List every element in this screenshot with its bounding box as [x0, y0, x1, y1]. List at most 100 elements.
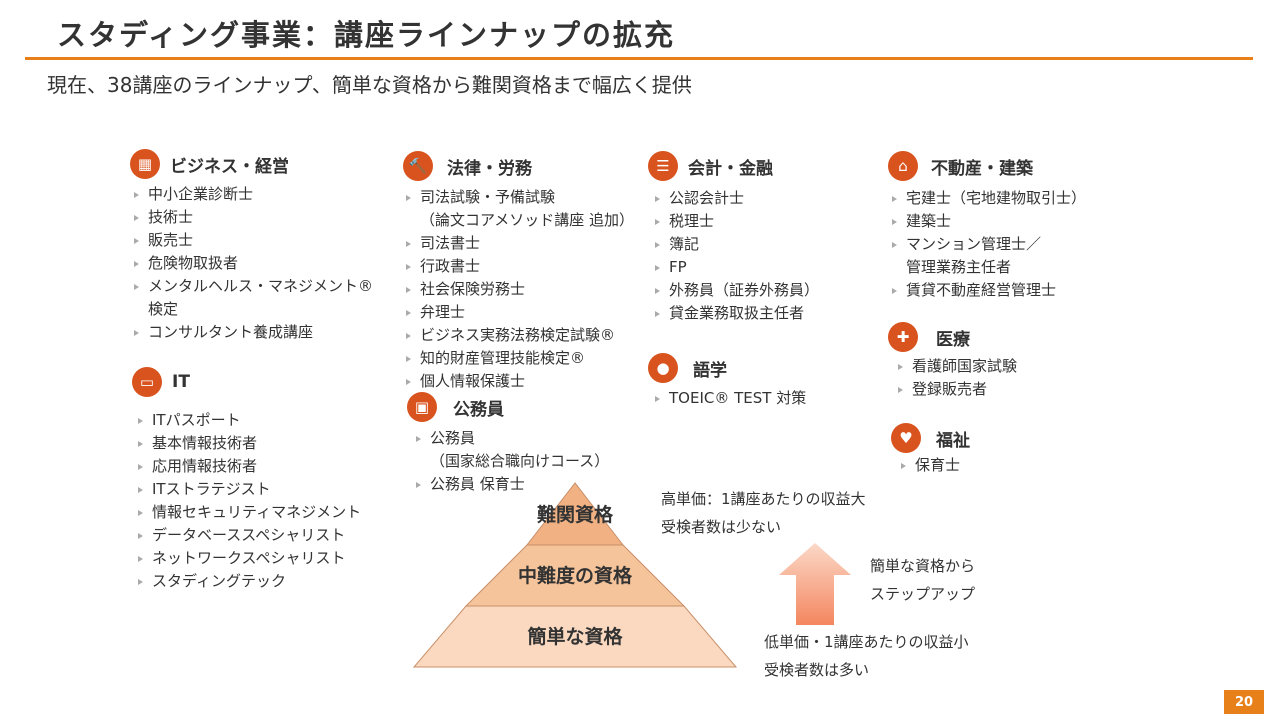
section-title: 会計・金融 [688, 158, 773, 179]
step-up-note: 簡単な資格から ステップアップ [870, 552, 975, 608]
title-divider [25, 57, 1253, 60]
note-line: 受検者数は少ない [661, 518, 782, 536]
item-line: 公務員 [430, 429, 476, 447]
low-tier-note: 低単価・1講座あたりの収益小 受検者数は多い [764, 628, 969, 684]
item-line: マンション管理士／ [906, 235, 1042, 253]
list-item: 基本情報技術者 [138, 432, 361, 455]
note-line: 受検者数は多い [764, 661, 870, 679]
section-title: ビジネス・経営 [170, 156, 289, 177]
section-it-header: ▭ IT [132, 367, 190, 397]
section-title: 公務員 [453, 399, 504, 420]
step-up-arrow-icon [779, 543, 851, 625]
house-icon: ⌂ [888, 151, 918, 181]
list-item: データベーススペシャリスト [138, 524, 361, 547]
list-item: 情報セキュリティマネジメント [138, 501, 361, 524]
list-item: 貸金業務取扱主任者 [655, 302, 819, 325]
pyramid-label-bottom: 簡単な資格 [527, 626, 623, 648]
list-item: FP [655, 256, 819, 279]
list-item: 中小企業診断士 [134, 183, 373, 206]
item-line: メンタルヘルス・マネジメント® [148, 277, 374, 295]
section-title: 語学 [693, 360, 727, 381]
it-list: ITパスポート 基本情報技術者 応用情報技術者 ITストラテジスト 情報セキュリ… [138, 409, 361, 593]
list-item: TOEIC® TEST 対策 [655, 387, 806, 410]
list-item: 税理士 [655, 210, 819, 233]
slide-subtitle: 現在、38講座のラインナップ、簡単な資格から難関資格まで幅広く提供 [47, 73, 692, 97]
section-title: IT [172, 372, 190, 392]
list-item: 建築士 [892, 210, 1086, 233]
slide-title: スタディング事業：講座ラインナップの拡充 [57, 18, 675, 52]
language-list: TOEIC® TEST 対策 [655, 387, 806, 410]
section-title: 福祉 [936, 430, 970, 451]
pyramid-label-middle: 中難度の資格 [517, 565, 633, 587]
speech-bubble-icon: ● [648, 353, 678, 383]
heart-icon: ♥ [891, 423, 921, 453]
section-civil-header: ▣ 公務員 [407, 392, 504, 422]
first-aid-kit-icon: ✚ [888, 322, 918, 352]
list-item: ITストラテジスト [138, 478, 361, 501]
list-item: コンサルタント養成講座 [134, 321, 373, 344]
note-line: 高単価：1講座あたりの収益大 [661, 490, 866, 508]
pyramid-tier-bottom [412, 605, 738, 668]
database-icon: ☰ [648, 151, 678, 181]
pyramid-label-top: 難関資格 [536, 504, 614, 526]
section-medical-header: ✚ 医療 [888, 322, 970, 352]
list-item: マンション管理士／ 管理業務主任者 [892, 233, 1086, 279]
note-line: ステップアップ [870, 585, 976, 603]
section-title: 不動産・建築 [931, 158, 1033, 179]
list-item: 社会保険労務士 [406, 278, 634, 301]
list-item: 看護師国家試験 [898, 355, 1017, 378]
list-item: 登録販売者 [898, 378, 1017, 401]
laptop-icon: ▭ [132, 367, 162, 397]
list-item: メンタルヘルス・マネジメント® 検定 [134, 275, 373, 321]
section-title: 法律・労務 [447, 158, 532, 179]
realestate-list: 宅建士（宅地建物取引士） 建築士 マンション管理士／ 管理業務主任者 賃貸不動産経… [892, 187, 1086, 302]
list-item: 簿記 [655, 233, 819, 256]
list-item: 弁理士 [406, 301, 634, 324]
presenter-icon: ▣ [407, 392, 437, 422]
list-item: 司法試験・予備試験 （論文コアメソッド講座 追加） [406, 186, 634, 232]
business-list: 中小企業診断士 技術士 販売士 危険物取扱者 メンタルヘルス・マネジメント® 検定… [134, 183, 373, 344]
section-law-header: 🔨 法律・労務 [403, 151, 532, 181]
list-item: 技術士 [134, 206, 373, 229]
section-business-header: ▦ ビジネス・経営 [130, 149, 289, 179]
section-accounting-header: ☰ 会計・金融 [648, 151, 773, 181]
list-item: 行政書士 [406, 255, 634, 278]
list-item: ビジネス実務法務検定試験® [406, 324, 634, 347]
item-line: （国家総合職向けコース） [430, 452, 610, 470]
note-line: 低単価・1講座あたりの収益小 [764, 633, 969, 651]
welfare-list: 保育士 [901, 454, 960, 477]
list-item: 公認会計士 [655, 187, 819, 210]
list-item: 外務員（証券外務員） [655, 279, 819, 302]
medical-list: 看護師国家試験 登録販売者 [898, 355, 1017, 401]
list-item: 危険物取扱者 [134, 252, 373, 275]
list-item: 販売士 [134, 229, 373, 252]
note-line: 簡単な資格から [870, 557, 976, 575]
page-number: 20 [1224, 690, 1264, 714]
building-icon: ▦ [130, 149, 160, 179]
list-item: ネットワークスペシャリスト [138, 547, 361, 570]
list-item: 知的財産管理技能検定® [406, 347, 634, 370]
item-line: 管理業務主任者 [906, 258, 1012, 276]
section-language-header: ● 語学 [648, 353, 727, 383]
high-tier-note: 高単価：1講座あたりの収益大 受検者数は少ない [661, 485, 866, 541]
list-item: スタディングテック [138, 570, 361, 593]
list-item: 司法書士 [406, 232, 634, 255]
civil-list: 公務員 （国家総合職向けコース） 公務員 保育士 [416, 427, 609, 496]
item-line: 司法試験・予備試験 [420, 188, 556, 206]
accounting-list: 公認会計士 税理士 簿記 FP 外務員（証券外務員） 貸金業務取扱主任者 [655, 187, 819, 325]
list-item: 賃貸不動産経営管理士 [892, 279, 1086, 302]
list-item: ITパスポート [138, 409, 361, 432]
section-realestate-header: ⌂ 不動産・建築 [888, 151, 1033, 181]
list-item: 保育士 [901, 454, 960, 477]
gavel-icon: 🔨 [403, 151, 433, 181]
law-list: 司法試験・予備試験 （論文コアメソッド講座 追加） 司法書士 行政書士 社会保険労… [406, 186, 634, 393]
list-item: 宅建士（宅地建物取引士） [892, 187, 1086, 210]
list-item: 応用情報技術者 [138, 455, 361, 478]
list-item: 公務員 （国家総合職向けコース） [416, 427, 609, 473]
item-line: 検定 [148, 300, 179, 318]
list-item: 公務員 保育士 [416, 473, 609, 496]
section-welfare-header: ♥ 福祉 [891, 423, 970, 453]
item-line: （論文コアメソッド講座 追加） [420, 211, 635, 229]
list-item: 個人情報保護士 [406, 370, 634, 393]
